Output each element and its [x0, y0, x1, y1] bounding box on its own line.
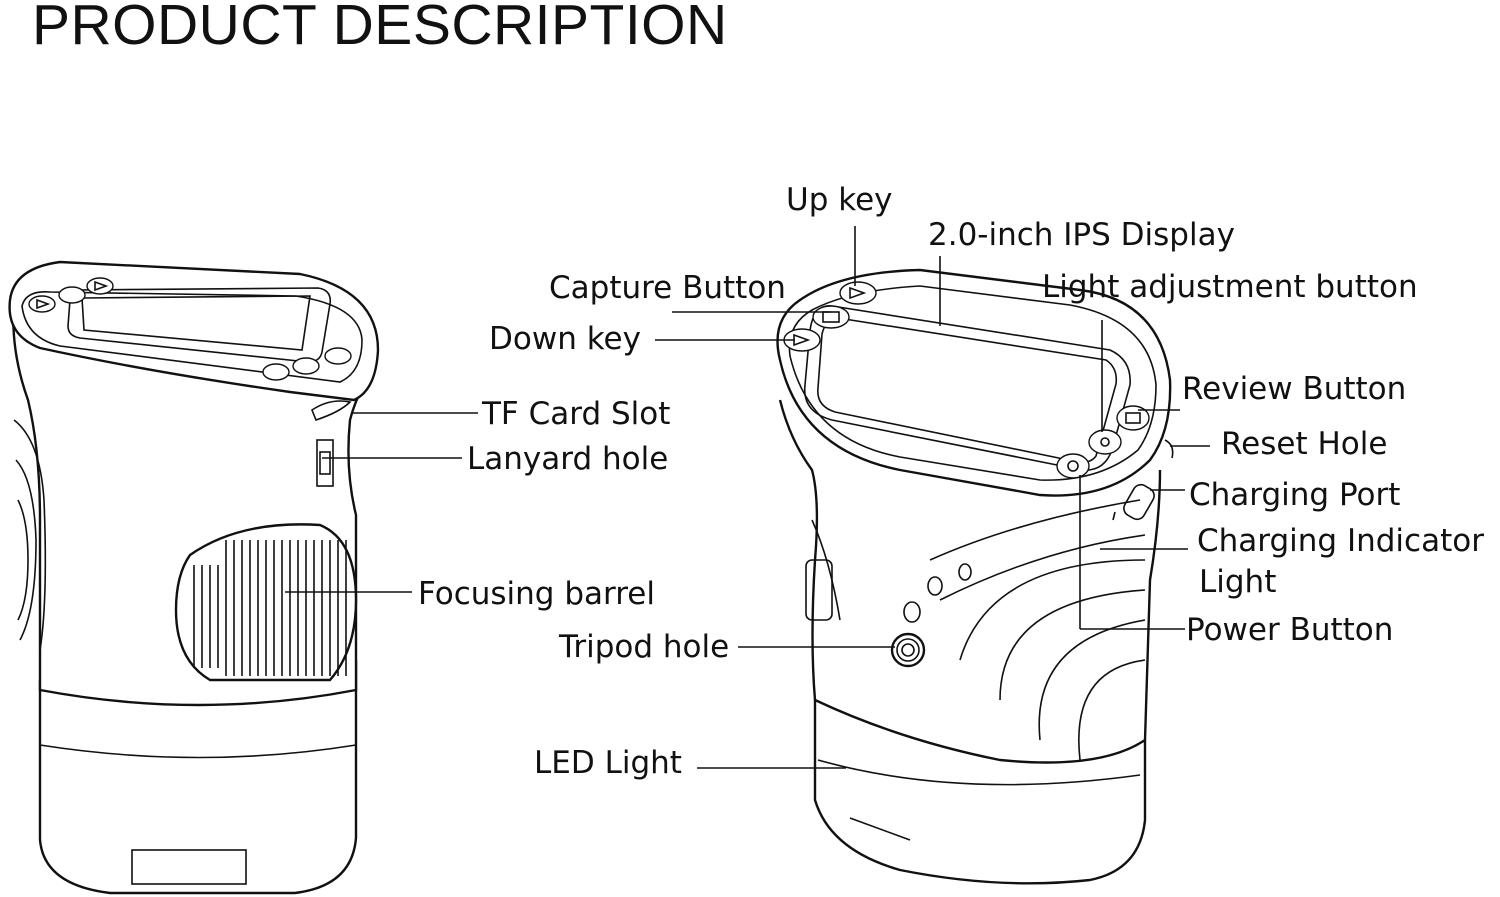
label-power-button: Power Button: [1186, 612, 1393, 648]
label-focusing-barrel: Focusing barrel: [418, 576, 655, 612]
label-tf-card-slot: TF Card Slot: [481, 396, 670, 432]
sun-icon: [1088, 429, 1122, 455]
label-down-key: Down key: [489, 321, 641, 357]
left-down-key-icon: [28, 295, 56, 313]
capture-icon: [812, 305, 850, 329]
left-device: [8, 260, 380, 895]
label-charging-indicator-light: Light: [1199, 564, 1276, 600]
right-device: [776, 268, 1174, 885]
label-capture-button: Capture Button: [549, 270, 786, 306]
left-capture-icon: [58, 286, 86, 304]
left-up-key-icon: [86, 277, 114, 295]
label-tripod-hole: Tripod hole: [558, 629, 729, 665]
label-lanyard-hole: Lanyard hole: [467, 441, 668, 477]
label-led-light: LED Light: [534, 745, 682, 781]
label-review-button: Review Button: [1182, 371, 1406, 407]
left-review-icon: [324, 347, 352, 365]
label-up-key: Up key: [786, 182, 893, 218]
left-power-icon: [262, 363, 290, 381]
label-ips-display: 2.0-inch IPS Display: [928, 217, 1235, 253]
left-focusing-barrel: [193, 540, 347, 676]
leader-lines: [285, 226, 1210, 769]
power-icon: [1056, 453, 1090, 479]
left-light-icon: [292, 357, 320, 375]
page-title: PRODUCT DESCRIPTION: [32, 0, 728, 57]
label-charging-indicator: Charging Indicator: [1197, 523, 1484, 559]
up-key-icon: [839, 281, 877, 305]
gallery-icon: [1116, 405, 1150, 431]
label-charging-port: Charging Port: [1189, 477, 1400, 513]
label-reset-hole: Reset Hole: [1221, 426, 1387, 462]
callout-labels: Up key 2.0-inch IPS Display Capture Butt…: [418, 182, 1484, 781]
label-light-adjustment-button: Light adjustment button: [1042, 269, 1418, 305]
